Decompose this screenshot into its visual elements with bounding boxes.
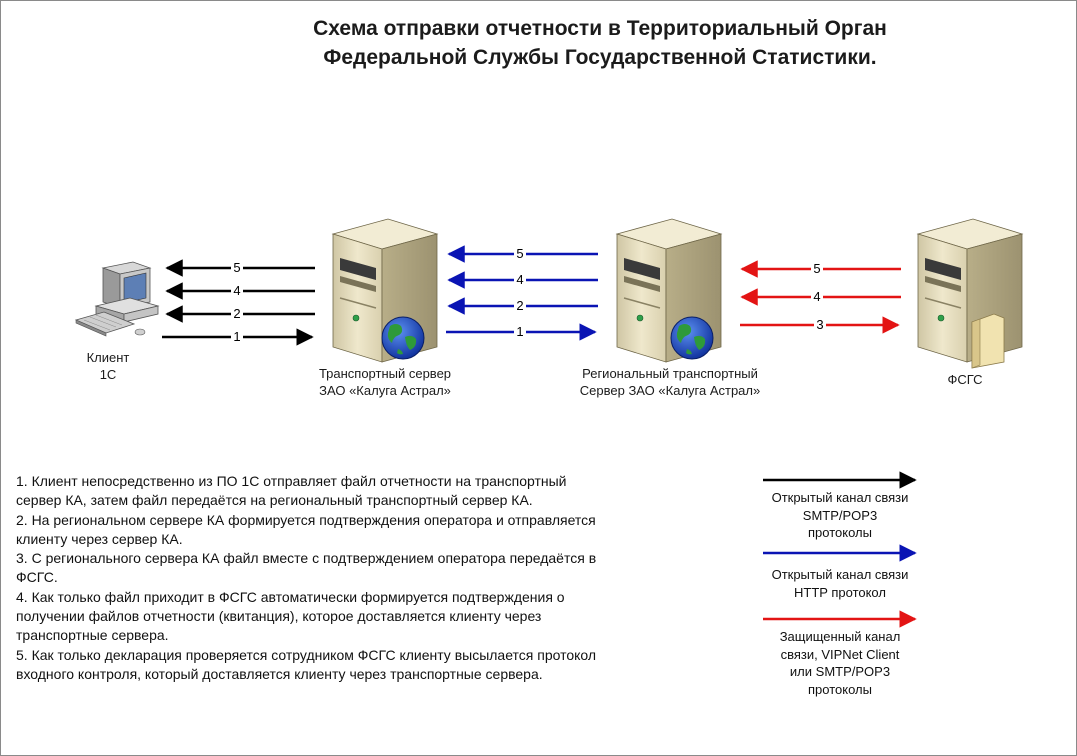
- arrow-numbers: 5 4 2 1 5 4 2 1 5 4 3: [231, 246, 826, 344]
- step-1-text: 1. Клиент непосредственно из ПО 1С отпра…: [16, 473, 567, 509]
- legend-red-line-3: или SMTP/POP3: [789, 664, 891, 679]
- legend-blue-text: Открытый канал связи HTTP протокол: [745, 566, 935, 601]
- arrow-label-red-5: 5: [813, 261, 820, 276]
- arrow-label-black-5: 5: [233, 260, 240, 275]
- steps-description: 1. Клиент непосредственно из ПО 1С отпра…: [16, 472, 606, 684]
- globe-icon: [670, 316, 714, 360]
- client-label-line-2: 1С: [99, 367, 117, 382]
- title-line-1: Схема отправки отчетности в Территориаль…: [313, 17, 887, 40]
- step-5-text: 5. Как только декларация проверяется сот…: [16, 646, 597, 682]
- diagram-title: Схема отправки отчетности в Территориаль…: [150, 14, 1050, 72]
- legend-black-line-2: SMTP/POP3: [802, 507, 878, 523]
- node-label-fsgs: ФСГС: [930, 371, 1000, 388]
- regional-label-line-1: Региональный транспортный: [582, 366, 758, 381]
- arrow-label-blue-4: 4: [516, 272, 523, 287]
- step-4-text: 4. Как только файл приходит в ФСГС автом…: [16, 588, 565, 644]
- regional-label-line-2: Сервер ЗАО «Калуга Астрал»: [579, 383, 761, 398]
- step-3-text: 3. С регионального сервера КА файл вмест…: [16, 550, 597, 586]
- globe-icon: [381, 316, 425, 360]
- legend-black-line-3: протоколы: [808, 525, 872, 540]
- arrow-label-blue-1: 1: [516, 324, 523, 339]
- arrow-label-blue-5: 5: [516, 246, 523, 261]
- arrow-label-black-4: 4: [233, 283, 240, 298]
- arrow-label-black-2: 2: [233, 306, 240, 321]
- computer-icon: [74, 261, 160, 337]
- legend-black-text: Открытый канал связи SMTP/POP3 протоколы: [745, 489, 935, 542]
- legend-black-line-1: Открытый канал связи: [771, 490, 909, 505]
- legend-blue-line-2: HTTP протокол: [794, 584, 886, 600]
- node-label-transport: Транспортный сервер ЗАО «Калуга Астрал»: [300, 365, 470, 399]
- transport-label-line-1: Транспортный сервер: [318, 366, 452, 381]
- title-line-2: Федеральной Службы Государственной Стати…: [323, 46, 877, 69]
- blue-arrows: [446, 245, 598, 341]
- legend-red-text: Защищенный канал связи, VIPNet Client ил…: [745, 628, 935, 698]
- arrow-label-blue-2: 2: [516, 298, 523, 313]
- legend-red-line-2: связи, VIPNet Client: [780, 646, 900, 662]
- legend-red-line-1: Защищенный канал: [779, 629, 901, 644]
- arrow-label-red-4: 4: [813, 289, 820, 304]
- client-label-line-1: Клиент: [86, 350, 130, 365]
- server-icon: [916, 218, 1024, 363]
- fsgs-label-line-1: ФСГС: [947, 372, 983, 387]
- arrow-label-red-3: 3: [816, 317, 823, 332]
- legend-arrows: [763, 471, 917, 628]
- node-label-client: Клиент 1С: [58, 349, 158, 383]
- transport-label-line-2: ЗАО «Калуга Астрал»: [319, 383, 451, 398]
- legend-red-line-4: протоколы: [808, 681, 872, 697]
- folder-icon: [971, 313, 1005, 369]
- step-2-text: 2. На региональном сервере КА формируетс…: [16, 511, 596, 547]
- arrow-label-black-1: 1: [233, 329, 240, 344]
- black-arrows: [162, 259, 315, 346]
- node-label-regional: Региональный транспортный Сервер ЗАО «Ка…: [560, 365, 780, 399]
- legend-blue-line-1: Открытый канал связи: [771, 567, 909, 582]
